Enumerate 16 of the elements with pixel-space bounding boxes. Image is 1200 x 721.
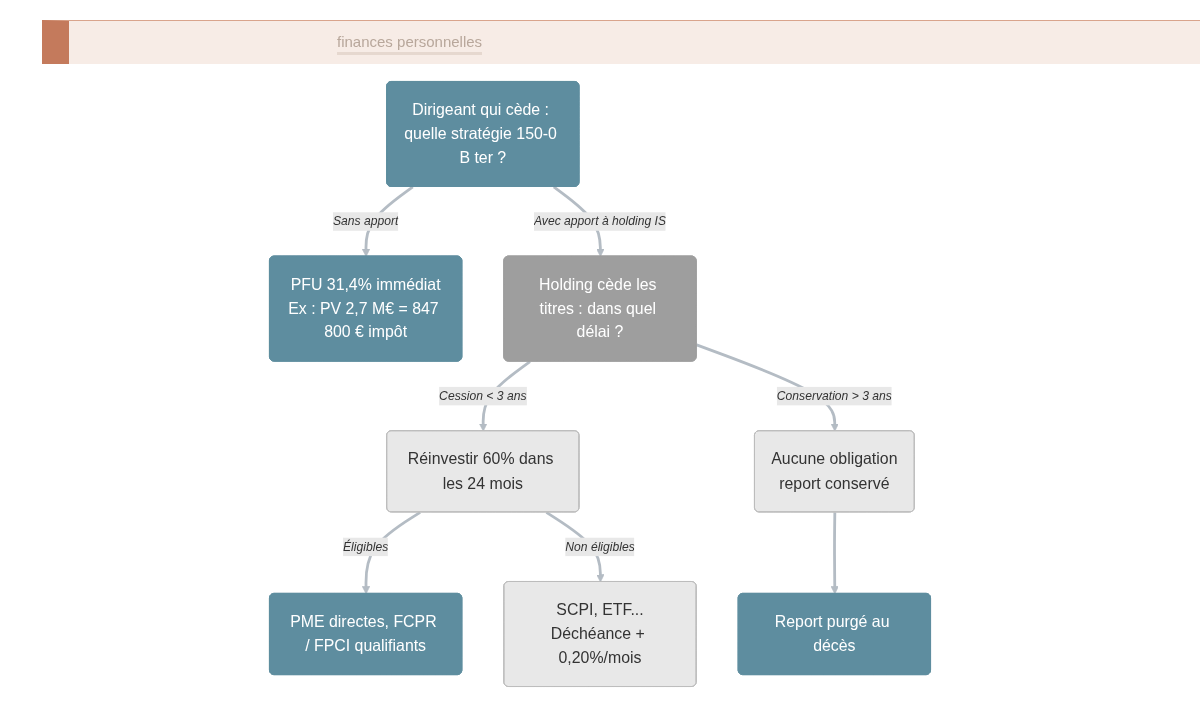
process-box: Dirigeant qui cède : quelle stratégie 150-0 B ter ? — [386, 81, 580, 187]
edge-label: Éligibles — [343, 539, 389, 554]
process-box: PME directes, FCPR / FPCI qualifiants — [269, 592, 463, 676]
process-box: Holding cède les titres : dans quel délai ? — [503, 255, 697, 362]
edge-label: Avec apport à holding IS — [533, 214, 667, 229]
process-box: Report purgé au décès — [737, 592, 931, 676]
tagline-text: finances personnelles — [337, 33, 483, 55]
process-box: Aucune obligation report conservé — [754, 430, 915, 513]
process-box: SCPI, ETF... Déchéance + 0,20%/mois — [503, 581, 697, 687]
edge-label: Sans apport — [332, 214, 399, 229]
edge-label: Cession < 3 ans — [439, 388, 527, 403]
arrow — [830, 512, 839, 595]
process-box: Réinvestir 60% dans les 24 mois — [386, 430, 580, 513]
edge-label: Non éligibles — [565, 539, 635, 554]
process-box: PFU 31,4% immédiat Ex : PV 2,7 M€ = 847 800 € impôt — [269, 255, 463, 362]
edge-label: Conservation > 3 ans — [776, 388, 892, 403]
